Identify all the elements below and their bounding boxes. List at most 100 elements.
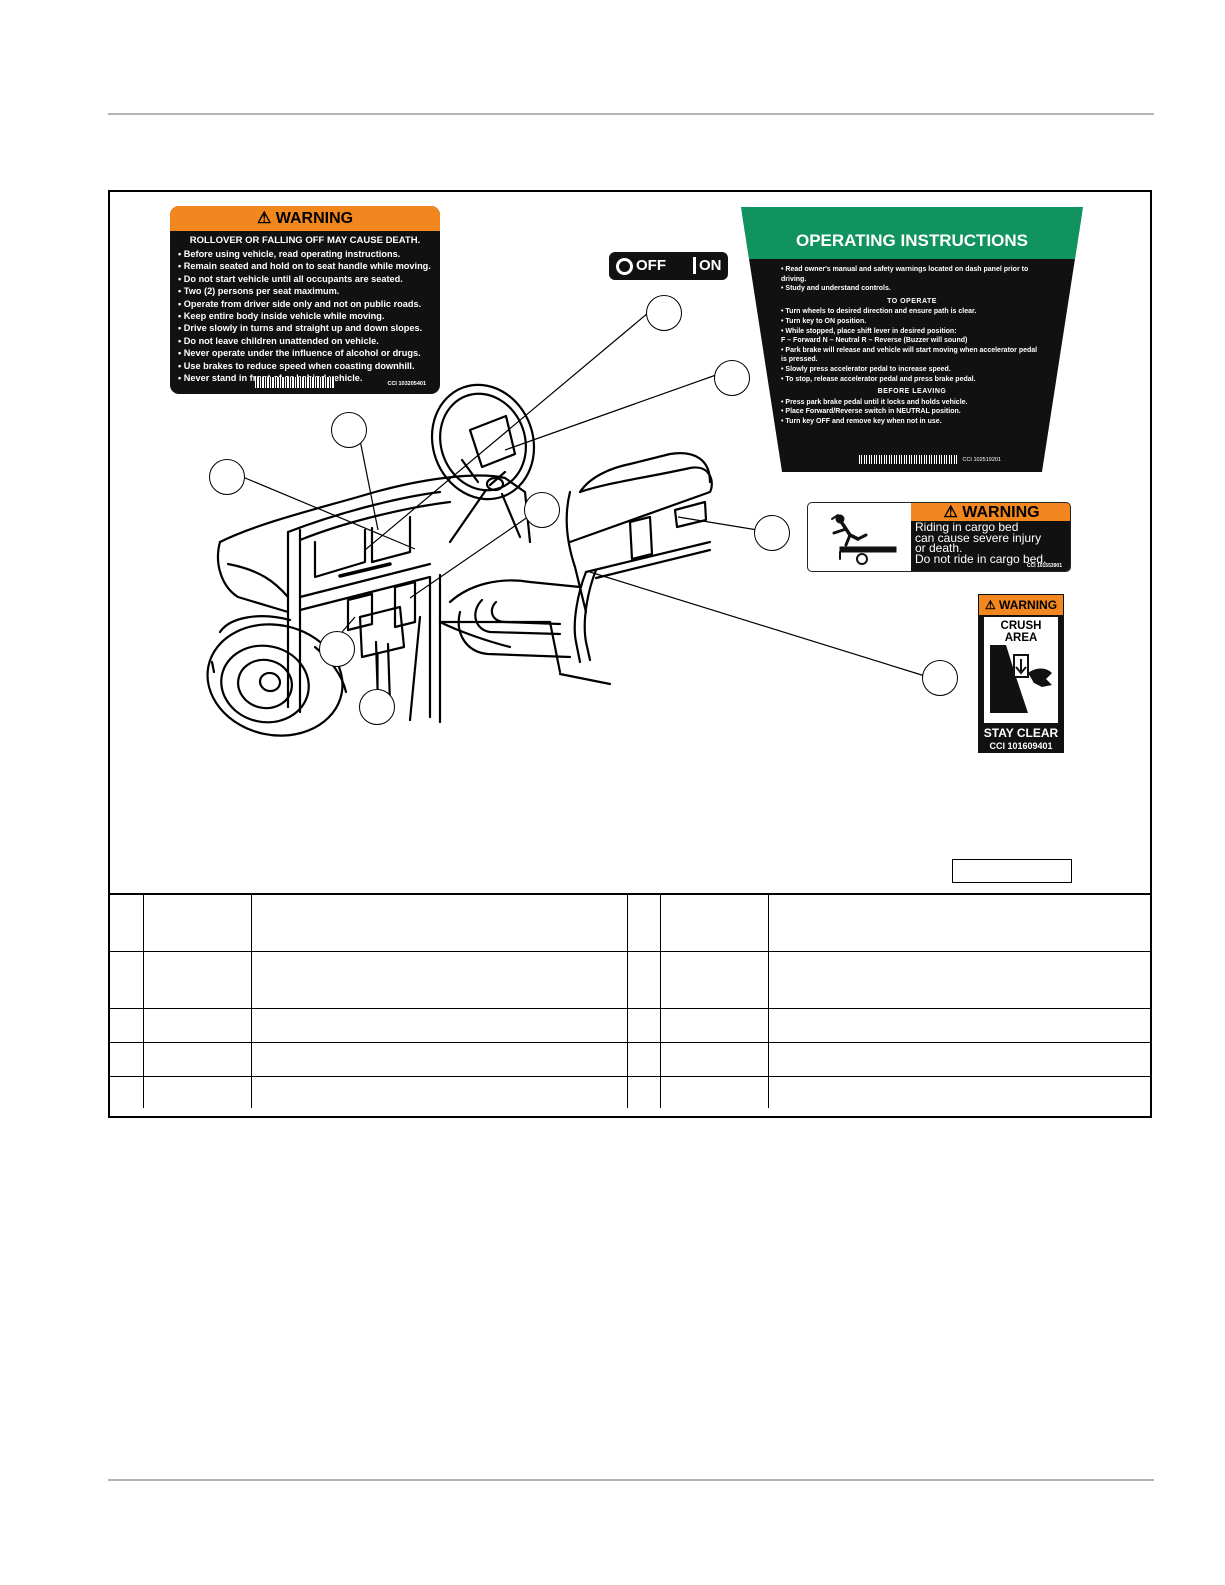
table-row [110, 893, 1150, 952]
rollover-warning-decal: ⚠ WARNING ROLLOVER OR FALLING OFF MAY CA… [170, 206, 440, 394]
barcode-icon [255, 377, 335, 388]
table-cell [626, 893, 661, 952]
header-rule [108, 113, 1154, 115]
table-cell [142, 1041, 252, 1077]
table-cell [110, 1041, 144, 1077]
decal-illustration: ⚠ WARNING ROLLOVER OR FALLING OFF MAY CA… [110, 192, 1150, 904]
table-cell [767, 950, 1150, 1009]
table-cell [250, 1007, 628, 1043]
list-item: • Keep entire body inside vehicle while … [178, 311, 385, 322]
list-item: Turn key OFF and remove key when not in … [781, 417, 1043, 427]
table-cell [659, 1041, 769, 1077]
callout-circle [714, 360, 750, 396]
table-cell [250, 1041, 628, 1077]
callout-circle [646, 295, 682, 331]
crush-footer: STAY CLEAR [983, 726, 1059, 740]
vehicle-line-art [206, 312, 926, 737]
table-cell [110, 1075, 144, 1108]
rider-falling-icon [831, 514, 897, 565]
callout-circle [359, 689, 395, 725]
operating-body: Read owner's manual and safety warnings … [741, 259, 1083, 427]
rollover-header-text: WARNING [275, 210, 354, 227]
table-cell [626, 1007, 661, 1043]
callout-circle [209, 459, 245, 495]
list-item: Turn wheels to desired direction and ens… [781, 307, 1043, 317]
table-row [110, 1075, 1150, 1108]
list-item: • Never operate under the influence of a… [178, 348, 421, 359]
list-item: Place Forward/Reverse switch in NEUTRAL … [781, 407, 1043, 417]
list-item: Park brake will release and vehicle will… [781, 346, 1043, 365]
cargo-line: Do not ride in cargo bed. [915, 551, 1047, 566]
list-item: Turn key to ON position. [781, 317, 1043, 327]
list-item: • Do not leave children unattended on ve… [178, 335, 379, 346]
crush-header-text: WARNING [999, 598, 1058, 612]
table-cell [767, 1007, 1150, 1043]
operating-instructions-decal: OPERATING INSTRUCTIONS Read owner's manu… [741, 207, 1083, 472]
figure-number-box [952, 859, 1072, 883]
decal-parts-table [110, 893, 1150, 1108]
callout-circle [524, 492, 560, 528]
list-item: • Operate from driver side only and not … [178, 298, 422, 309]
rollover-part-code: CCI 103205401 [387, 381, 426, 387]
table-row [110, 1007, 1150, 1043]
list-item: Slowly press accelerator pedal to increa… [781, 365, 1043, 375]
table-cell [110, 950, 144, 1009]
list-item: Press park brake pedal until it locks an… [781, 398, 1043, 408]
decal-figure-frame: ⚠ WARNING ROLLOVER OR FALLING OFF MAY CA… [108, 190, 1152, 1118]
operate-heading: TO OPERATE [887, 297, 937, 305]
list-item: Study and understand controls. [781, 284, 1043, 294]
key-on-label: ON [699, 257, 722, 274]
table-cell [767, 893, 1150, 952]
cargo-line: Riding in cargo bed [915, 520, 1019, 534]
table-row [110, 950, 1150, 1009]
list-item: • Remain seated and hold on to seat hand… [178, 261, 431, 272]
cargo-header-text: WARNING [962, 504, 1040, 521]
callout-circle [922, 660, 958, 696]
table-cell [626, 1041, 661, 1077]
table-cell [250, 1075, 628, 1108]
cargo-line: or death. [915, 541, 963, 555]
list-item: • Before using vehicle, read operating i… [178, 249, 401, 259]
list-item: • Drive slowly in turns and straight up … [178, 323, 423, 334]
table-cell [659, 893, 769, 952]
table-cell [142, 893, 252, 952]
table-cell [767, 1041, 1150, 1077]
crush-part-code: CCI 101609401 [989, 741, 1053, 751]
leaving-heading: BEFORE LEAVING [877, 388, 947, 396]
crush-title: CRUSH AREA [1000, 620, 1042, 644]
rollover-decal-header: ⚠ WARNING [170, 206, 440, 231]
table-cell [110, 893, 144, 952]
rollover-subheader: ROLLOVER OR FALLING OFF MAY CAUSE DEATH. [189, 235, 421, 246]
cargo-part-code: CCI 101553901 [1026, 563, 1062, 569]
list-item: While stopped, place shift lever in desi… [781, 327, 1043, 337]
list-item: • Use brakes to reduce speed when coasti… [178, 360, 415, 371]
footer-rule [108, 1479, 1154, 1481]
list-item: • Two (2) persons per seat maximum. [178, 286, 340, 297]
warning-triangle-icon: ⚠ [984, 598, 996, 612]
on-bar-icon [693, 257, 696, 274]
crush-hand-icon [990, 645, 1052, 713]
callout-circle [331, 412, 367, 448]
list-item: • Do not start vehicle until all occupan… [178, 273, 403, 284]
shift-line: F – Forward N – Neutral R – Reverse (Buz… [781, 337, 968, 345]
table-cell [626, 950, 661, 1009]
table-row [110, 1041, 1150, 1077]
callout-circle [754, 515, 790, 551]
table-cell [142, 1007, 252, 1043]
table-cell [659, 1075, 769, 1108]
callout-circle [319, 631, 355, 667]
table-cell [142, 950, 252, 1009]
cargo-line: can cause severe injury [915, 530, 1042, 545]
table-cell [142, 1075, 252, 1108]
warning-triangle-icon: ⚠ [256, 210, 272, 227]
table-cell [767, 1075, 1150, 1108]
cargo-bed-warning-decal: ⚠ WARNING Riding in cargo bed can cause … [807, 502, 1071, 572]
list-item: To stop, release accelerator pedal and p… [781, 375, 1043, 385]
table-cell [250, 950, 628, 1009]
cargo-decal-header: ⚠ WARNING [911, 503, 1070, 521]
crush-decal-header: ⚠ WARNING [979, 595, 1063, 615]
list-item: Read owner's manual and safety warnings … [781, 265, 1043, 284]
table-cell [659, 950, 769, 1009]
warning-triangle-icon: ⚠ [943, 504, 958, 521]
crush-area-decal: ⚠ WARNING CRUSH AREA STAY CLEAR CCI 1016… [978, 594, 1064, 753]
